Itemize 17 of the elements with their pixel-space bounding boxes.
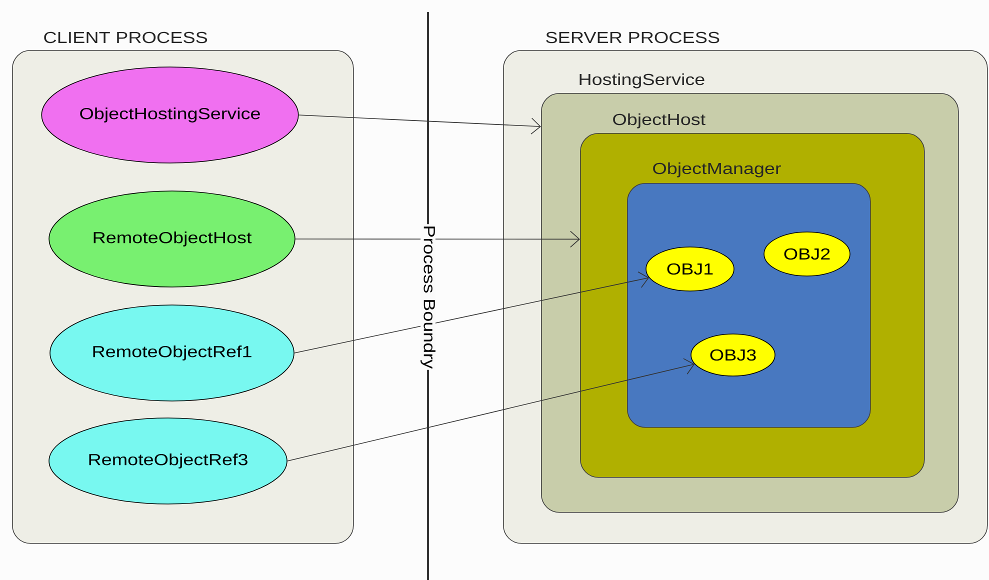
boundary-label: Process Boundry bbox=[420, 224, 436, 370]
ellipse-node: OBJ1 bbox=[646, 246, 734, 292]
box-heading: ObjectManager bbox=[653, 162, 781, 178]
ellipse-node: RemoteObjectRef3 bbox=[48, 418, 288, 504]
ellipse-node: ObjectHostingService bbox=[41, 66, 299, 164]
box-heading: SERVER PROCESS bbox=[546, 32, 720, 44]
box-heading: HostingService bbox=[580, 73, 704, 88]
box-heading: ObjectHost bbox=[613, 113, 706, 128]
ellipse-node: OBJ3 bbox=[690, 334, 776, 376]
box-heading: CLIENT PROCESS bbox=[44, 32, 208, 44]
arrow bbox=[295, 230, 580, 248]
arrow bbox=[287, 358, 695, 462]
ellipse-node: RemoteObjectRef1 bbox=[50, 304, 294, 402]
ellipse-node: OBJ2 bbox=[764, 232, 850, 276]
arrow bbox=[294, 271, 650, 354]
ellipse-node: RemoteObjectHost bbox=[48, 190, 296, 288]
arrow bbox=[298, 114, 541, 135]
